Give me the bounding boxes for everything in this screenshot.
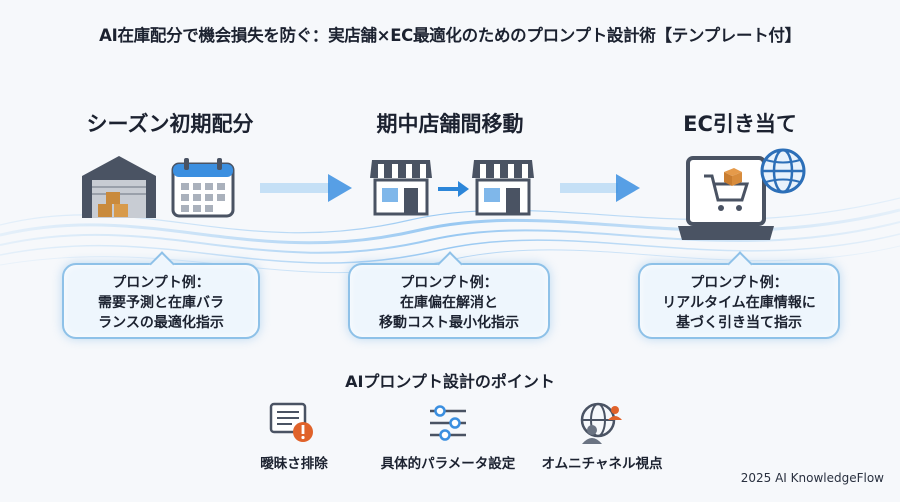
prompt-line: ランスの最適化指示 (98, 315, 224, 331)
footer-credit: 2025 AI KnowledgeFlow (740, 471, 884, 485)
globe-icon (760, 148, 806, 194)
prompt-line: 在庫偏在解消と (400, 295, 498, 311)
arrow-right-icon (438, 181, 469, 197)
globe-people-icon (580, 402, 622, 444)
calendar-icon (171, 158, 235, 218)
prompt-bubble-ec: プロンプト例： リアルタイム在庫情報に 基づく引き当て指示 (638, 251, 840, 339)
document-warning-icon (269, 402, 313, 442)
point-label-omnichannel: オムニチャネル視点 (541, 456, 663, 472)
prompt-bubble-transfer: プロンプト例： 在庫偏在解消と 移動コスト最小化指示 (348, 251, 550, 339)
stage-title-initial: シーズン初期配分 (86, 112, 254, 136)
prompt-line: 需要予測と在庫バラ (98, 295, 224, 311)
laptop-cart-icon (678, 156, 774, 240)
warehouse-icon (82, 156, 156, 218)
prompt-bubble-initial: プロンプト例： 需要予測と在庫バラ ランスの最適化指示 (62, 251, 260, 339)
prompt-line: 基づく引き当て指示 (676, 315, 802, 331)
stage-title-transfer: 期中店舗間移動 (376, 112, 524, 136)
prompt-line: プロンプト例： (690, 275, 788, 291)
prompt-line: 移動コスト最小化指示 (379, 315, 519, 331)
prompt-line: プロンプト例： (112, 275, 210, 291)
points-title: AIプロンプト設計のポイント (345, 372, 555, 391)
point-label-ambiguity: 曖昧さ排除 (260, 456, 328, 472)
prompt-line: プロンプト例： (400, 275, 498, 291)
store-icon-destination (472, 160, 534, 216)
page-title: AI在庫配分で機会損失を防ぐ：実店舗×EC最適化のためのプロンプト設計術【テンプ… (99, 26, 801, 45)
stage-title-ec: EC引き当て (683, 112, 797, 136)
store-icon (370, 160, 432, 216)
sliders-icon (430, 405, 466, 441)
point-label-parameters: 具体的パラメータ設定 (380, 456, 516, 472)
prompt-line: リアルタイム在庫情報に (662, 295, 816, 311)
